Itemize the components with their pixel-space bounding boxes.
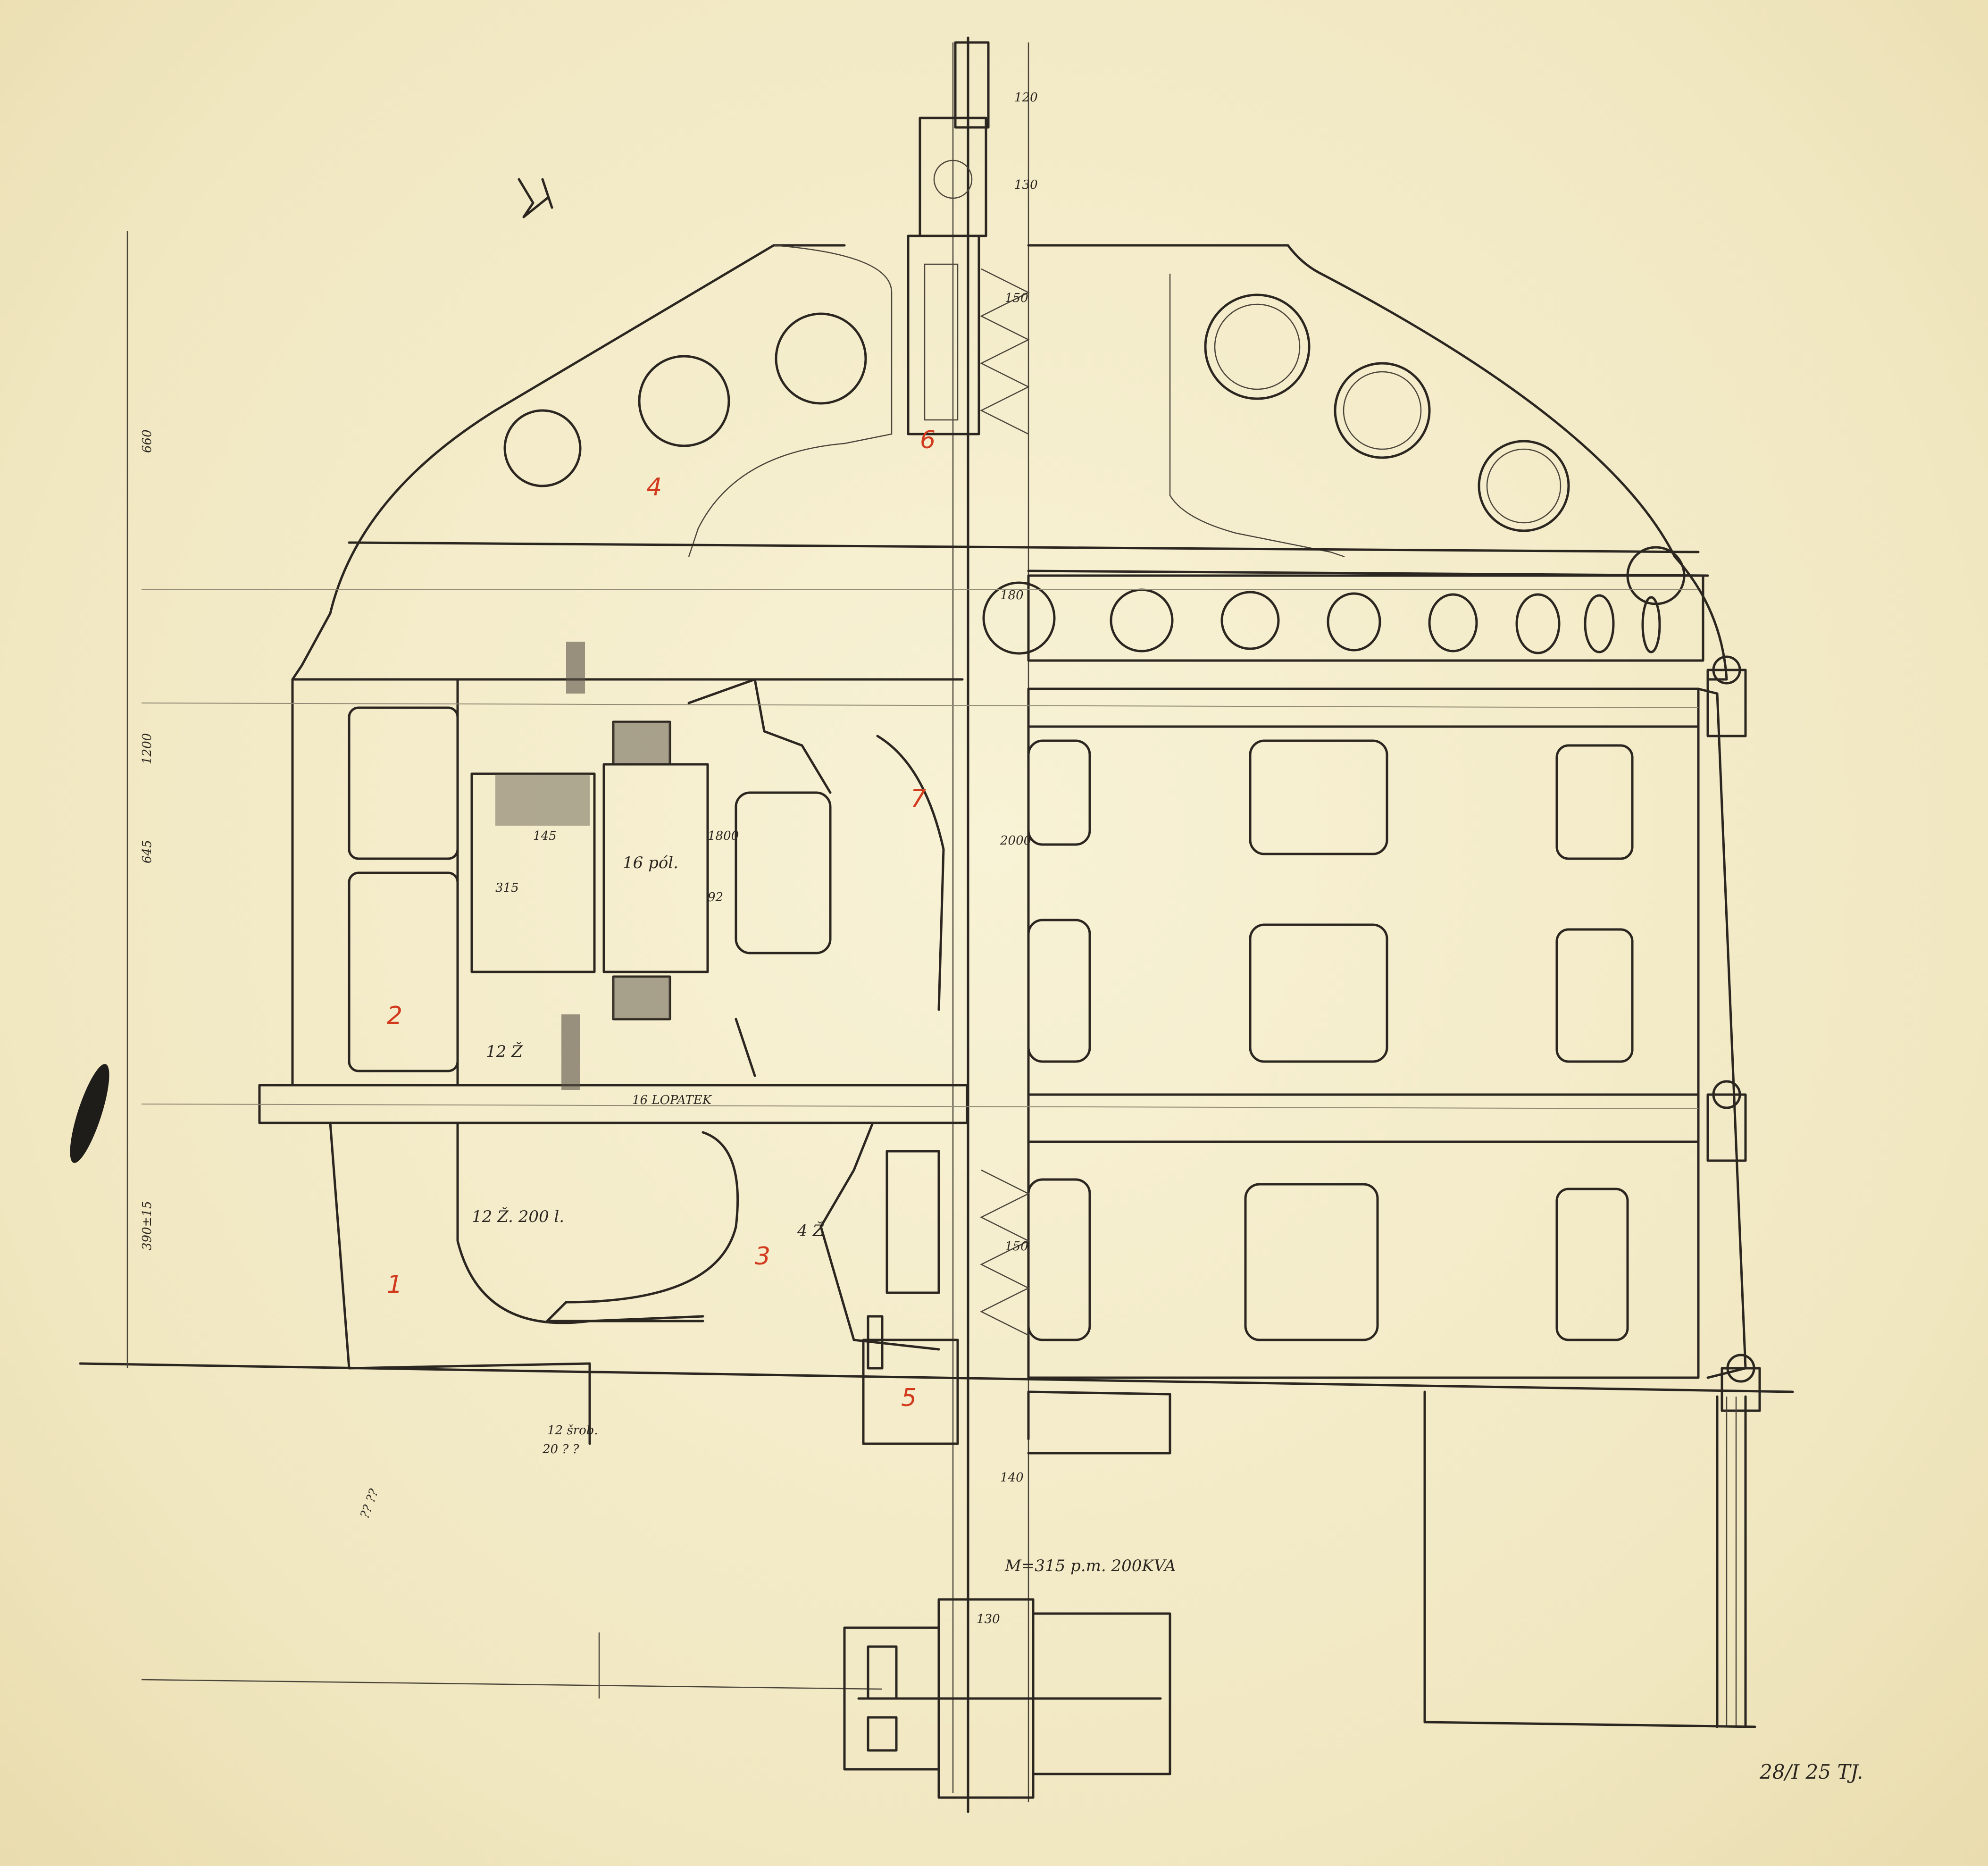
part-label-3: 3 <box>755 1242 770 1271</box>
annotation-4z: 4 Ž <box>797 1221 824 1240</box>
dim-645: 645 <box>140 840 154 863</box>
dim-130-low: 130 <box>977 1612 1000 1626</box>
annotation-slots-lower: 12 Ž. 200 l. <box>472 1207 564 1226</box>
right-hole-1 <box>1204 293 1311 400</box>
dim-120: 120 <box>1014 91 1038 105</box>
dim-140: 140 <box>1000 1471 1024 1485</box>
dim-660: 660 <box>140 429 154 453</box>
top-bearing <box>907 41 990 435</box>
left-upper-cover <box>291 244 964 681</box>
dim-150-top: 150 <box>1005 291 1028 305</box>
right-hole-3 <box>1478 440 1570 532</box>
lower-bearing <box>546 1121 959 1445</box>
annotation-bottom-spec: M=315 p.m. 200KVA <box>1004 1556 1176 1575</box>
right-upper-cover <box>1027 244 1728 681</box>
part-label-4: 4 <box>646 473 662 502</box>
ink-blot <box>70 1064 109 1163</box>
right-housing <box>1027 655 1761 1728</box>
dim-180: 180 <box>1000 588 1024 602</box>
lower-spring <box>980 1169 1030 1336</box>
dim-1800: 1800 <box>708 829 739 843</box>
annotation-small: ?? ?? <box>358 1487 381 1520</box>
annotation-blades: 16 LOPATEK <box>632 1093 712 1107</box>
dim-390: 390±15 <box>140 1201 154 1251</box>
foundation <box>141 1362 1756 1728</box>
dim-1200: 1200 <box>140 733 154 764</box>
left-hole-1 <box>775 312 867 405</box>
dim-145: 145 <box>533 829 557 843</box>
lower-coupling <box>843 1598 1171 1799</box>
annotation-slots-upper: 12 Ž <box>486 1042 523 1061</box>
dim-92: 92 <box>708 890 723 904</box>
upper-spring <box>980 268 1030 435</box>
dim-150-bot: 150 <box>1005 1239 1028 1254</box>
left-hole-3 <box>503 409 582 487</box>
upper-ring-holes <box>982 574 1704 662</box>
dim-2000: 2000 <box>1000 834 1031 848</box>
part-label-2: 2 <box>387 1002 402 1030</box>
part-label-1: 1 <box>387 1271 402 1299</box>
stator-core <box>470 642 832 1090</box>
part-label-5: 5 <box>901 1384 917 1412</box>
annotation-bolt: 12 šrob. <box>547 1423 598 1438</box>
dim-315: 315 <box>495 881 519 895</box>
left-hole-2 <box>638 355 730 447</box>
annotation-poles: 16 pól. <box>623 854 678 872</box>
upper-plate <box>348 541 1700 553</box>
rotor-hub <box>687 678 945 1077</box>
part-label-6: 6 <box>920 426 936 454</box>
signature-date: 28/I 25 TJ. <box>1759 1760 1863 1783</box>
section-mark <box>518 178 553 218</box>
right-hole-2 <box>1334 362 1431 459</box>
part-label-7: 7 <box>910 785 926 813</box>
dim-130: 130 <box>1014 178 1038 192</box>
annotation-bolt-2: 20 ? ? <box>542 1442 580 1456</box>
